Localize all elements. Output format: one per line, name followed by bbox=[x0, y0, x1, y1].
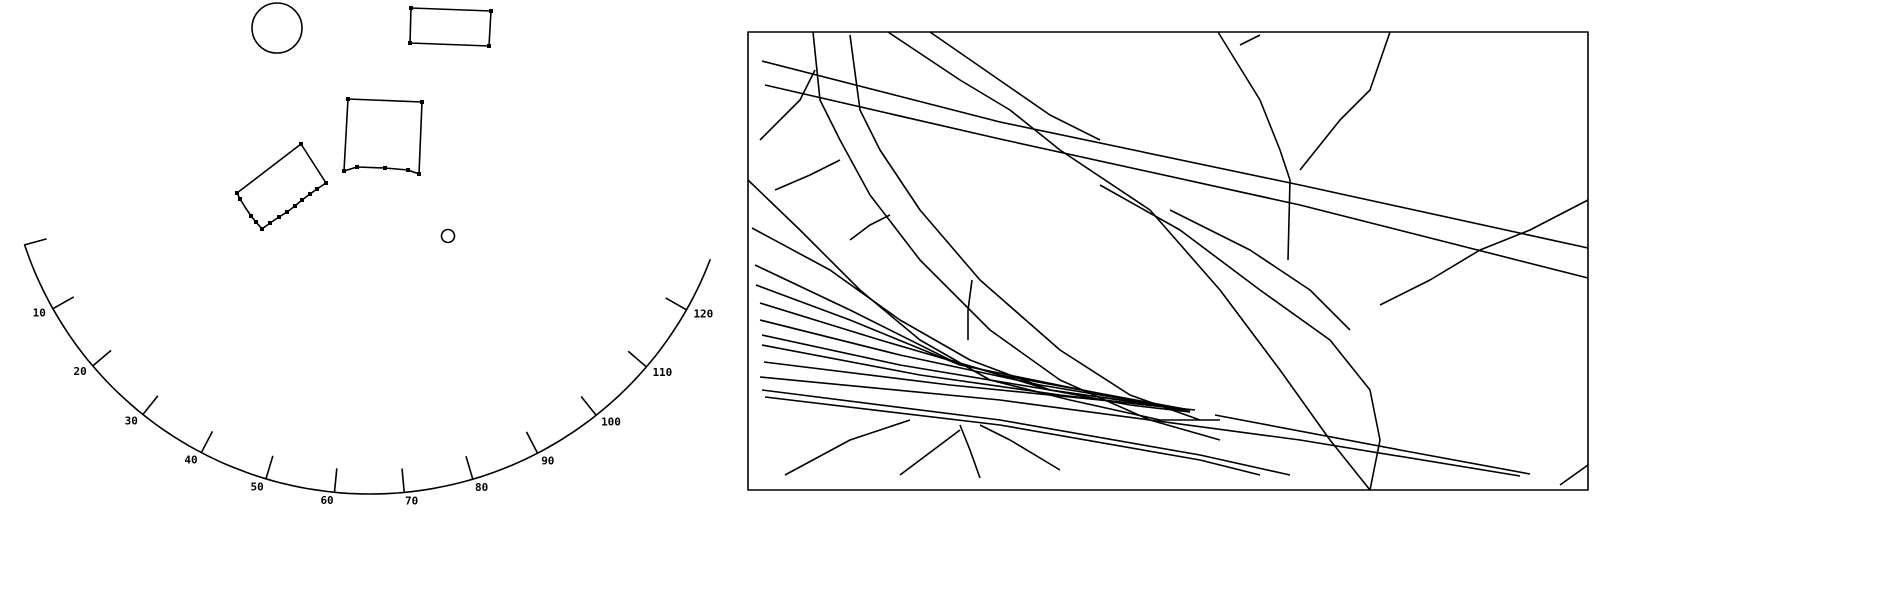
scale-tick bbox=[627, 350, 647, 368]
vertex-marker bbox=[409, 6, 413, 10]
vertex-marker bbox=[420, 100, 424, 104]
vertex-marker bbox=[268, 221, 272, 225]
scale-label: 90 bbox=[541, 454, 554, 467]
vertex-marker bbox=[277, 215, 281, 219]
flow-lines bbox=[747, 31, 1589, 491]
vertex-marker bbox=[285, 210, 289, 214]
left-panel: 10 20 30 40 50 60 70 80 90 100 110 120 bbox=[23, 2, 714, 508]
vertex-marker bbox=[308, 192, 312, 196]
vertex-marker bbox=[299, 142, 303, 146]
scale-ticks bbox=[52, 296, 687, 493]
vertex-marker bbox=[254, 220, 258, 224]
vertex-marker bbox=[249, 214, 253, 218]
rectangle-top bbox=[409, 7, 492, 47]
vertex-marker bbox=[346, 97, 350, 101]
scale-tick bbox=[200, 430, 214, 453]
small-circle bbox=[440, 228, 456, 244]
scale-tick bbox=[665, 297, 687, 311]
scale-arc bbox=[23, 238, 712, 495]
scale-label: 100 bbox=[601, 416, 621, 429]
vertex-marker bbox=[300, 198, 304, 202]
vertex-markers bbox=[235, 6, 493, 231]
scale-tick bbox=[333, 468, 338, 493]
vertex-marker bbox=[260, 227, 264, 231]
scale-label: 80 bbox=[475, 481, 488, 494]
scale-tick bbox=[401, 468, 406, 493]
vertex-marker bbox=[315, 187, 319, 191]
scale-label: 40 bbox=[184, 454, 197, 467]
scale-tick bbox=[92, 349, 112, 367]
scale-label: 120 bbox=[693, 308, 713, 321]
vertex-marker bbox=[293, 204, 297, 208]
scale-tick bbox=[142, 395, 159, 415]
vertex-marker bbox=[355, 165, 359, 169]
scale-tick bbox=[52, 296, 75, 310]
scale-tick bbox=[580, 395, 597, 416]
scale-tick bbox=[465, 455, 474, 480]
vertex-marker bbox=[417, 172, 421, 176]
tilted-rectangle bbox=[236, 143, 327, 230]
scale-label: 20 bbox=[73, 365, 86, 378]
right-panel bbox=[747, 31, 1589, 491]
vertex-marker bbox=[235, 191, 239, 195]
square-middle bbox=[343, 98, 423, 175]
vertex-marker bbox=[324, 181, 328, 185]
vertex-marker bbox=[238, 197, 242, 201]
scale-label: 50 bbox=[250, 480, 263, 493]
vertex-marker bbox=[342, 169, 346, 173]
large-circle bbox=[251, 2, 303, 54]
scale-label: 70 bbox=[405, 494, 418, 507]
vertex-marker bbox=[406, 168, 410, 172]
vertex-marker bbox=[487, 44, 491, 48]
vertex-marker bbox=[489, 9, 493, 13]
scale-label: 60 bbox=[320, 494, 333, 507]
scale-labels: 10 20 30 40 50 60 70 80 90 100 110 120 bbox=[33, 307, 714, 508]
scale-tick bbox=[265, 455, 274, 480]
scale-label: 10 bbox=[33, 307, 46, 320]
scale-label: 30 bbox=[125, 415, 138, 428]
vertex-marker bbox=[408, 41, 412, 45]
scale-tick bbox=[525, 431, 539, 454]
vertex-marker bbox=[383, 166, 387, 170]
plot-frame bbox=[747, 31, 1589, 491]
scale-label: 110 bbox=[652, 366, 672, 379]
